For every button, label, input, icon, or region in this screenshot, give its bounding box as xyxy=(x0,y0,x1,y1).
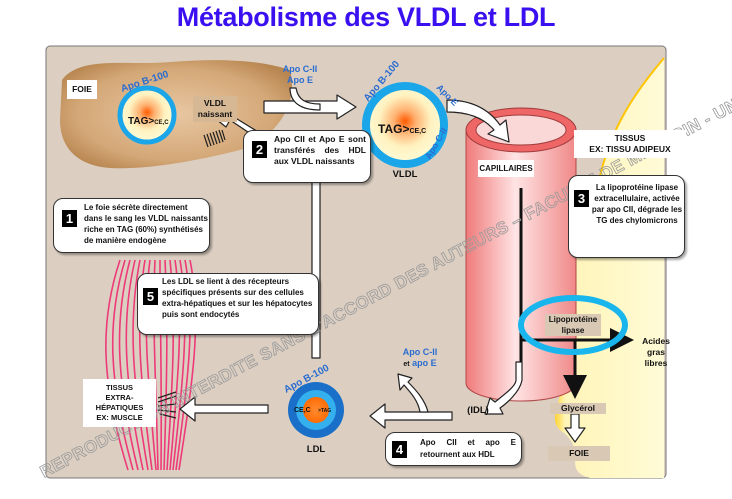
step-3-box: 3 La lipoprotéine lipase extracellulaire… xyxy=(568,175,685,258)
vldl-naissant-label: VLDL naissant xyxy=(193,96,237,122)
arrow-apo-out xyxy=(397,373,429,413)
step-4-number: 4 xyxy=(392,441,407,458)
arrow-vldl-to-capillary xyxy=(446,99,510,143)
vldl-tag-label: TAG>CE,C xyxy=(378,122,426,136)
foie-label: FOIE xyxy=(67,80,97,99)
step-2-text: Apo CII et Apo E sont transférés des HDL… xyxy=(274,134,366,166)
arrow-capillary-to-idl xyxy=(484,361,523,415)
vldl-particle xyxy=(362,82,448,168)
glycerol-label: Glycérol xyxy=(550,403,606,414)
apo-cii-bottom: Apo C-II xyxy=(402,347,438,357)
apo-e-top: Apo E xyxy=(287,75,313,85)
lipoproteine-lipase-label: Lipoprotéine lipase xyxy=(545,314,601,336)
step-1-box: 1 Le foie sécrète directement dans le sa… xyxy=(53,198,210,253)
vldl-naissant-line2: naissant xyxy=(197,109,233,119)
lipase-line1: Lipoprotéine xyxy=(548,315,598,324)
liver-receptor-hatch xyxy=(203,129,226,148)
liver-vldl-particle xyxy=(117,85,177,145)
step-3-number: 3 xyxy=(574,190,589,207)
step-5-number: 5 xyxy=(143,288,158,305)
step-3-text: La lipoprotéine lipase extracellulaire, … xyxy=(591,183,683,225)
tissus-extra-line3: HÉPATIQUES xyxy=(95,403,144,412)
vldl-label: VLDL xyxy=(392,169,418,180)
acides-gras-libres-label: Acides gras libres xyxy=(636,336,676,369)
apo-top-label: Apo C-II Apo E xyxy=(280,64,320,86)
step-2-box: 2 Apo CII et Apo E sont transférés des H… xyxy=(243,130,371,183)
acides-line3: libres xyxy=(644,358,668,368)
lipase-line2: lipase xyxy=(561,326,585,335)
acides-line2: gras xyxy=(647,347,665,357)
tissus-adipeux-label: TISSUS EX: TISSU ADIPEUX xyxy=(574,130,686,158)
step-5-box: 5 Les LDL se lient à des récepteurs spéc… xyxy=(137,273,319,335)
acides-line1: Acides xyxy=(642,336,670,346)
tissus-extra-line1: TISSUS xyxy=(105,383,134,392)
arrow-ldl-to-muscle xyxy=(179,396,269,422)
tissus-extra-hepatiques-label: TISSUS EXTRA- HÉPATIQUES EX: MUSCLE xyxy=(83,379,156,427)
step-4-text: Apo CII et apo E retournent aux HDL xyxy=(420,438,516,459)
adipose-tissue xyxy=(551,58,664,478)
step-2-number: 2 xyxy=(252,141,267,158)
apo-e-bottom: apo E xyxy=(412,358,437,368)
step-1-number: 1 xyxy=(62,210,77,227)
arrow-apo-in xyxy=(289,87,321,111)
ldl-tag-label: >TAG xyxy=(318,408,331,414)
ldl-label: LDL xyxy=(306,444,326,455)
page-title: Métabolisme des VLDL et LDL xyxy=(176,2,556,32)
capillaires-label: CAPILLAIRES xyxy=(478,160,534,177)
ldl-ce-c-label: CE,C xyxy=(294,407,311,414)
apo-bottom-label: Apo C-II et apo E xyxy=(398,347,442,370)
liver-tag-label: TAG>CE,C xyxy=(128,116,169,127)
arrow-glycerol-to-foie xyxy=(564,413,586,443)
tissus-line2: EX: TISSU ADIPEUX xyxy=(589,144,671,154)
tissus-extra-line2: EXTRA- xyxy=(105,393,134,402)
apo-cii-top: Apo C-II xyxy=(282,64,318,74)
step-5-text: Les LDL se lient à des récepteurs spécif… xyxy=(162,277,313,319)
idl-label: (IDL) xyxy=(467,405,489,416)
tissus-extra-line4: EX: MUSCLE xyxy=(96,413,143,422)
step-4-box: 4 Apo CII et apo E retournent aux HDL xyxy=(385,432,522,466)
vldl-naissant-line1: VLDL xyxy=(203,98,227,108)
et-label: et xyxy=(403,361,410,368)
arrow-idl-to-ldl xyxy=(369,403,453,429)
muscle-receptor-hatch xyxy=(157,391,177,419)
lipase-highlight-ring xyxy=(518,295,628,355)
foie-bottom-label: FOIE xyxy=(548,446,610,461)
step-1-text: Le foie sécrète directement dans le sang… xyxy=(84,203,208,245)
tissus-line1: TISSUS xyxy=(614,133,646,143)
